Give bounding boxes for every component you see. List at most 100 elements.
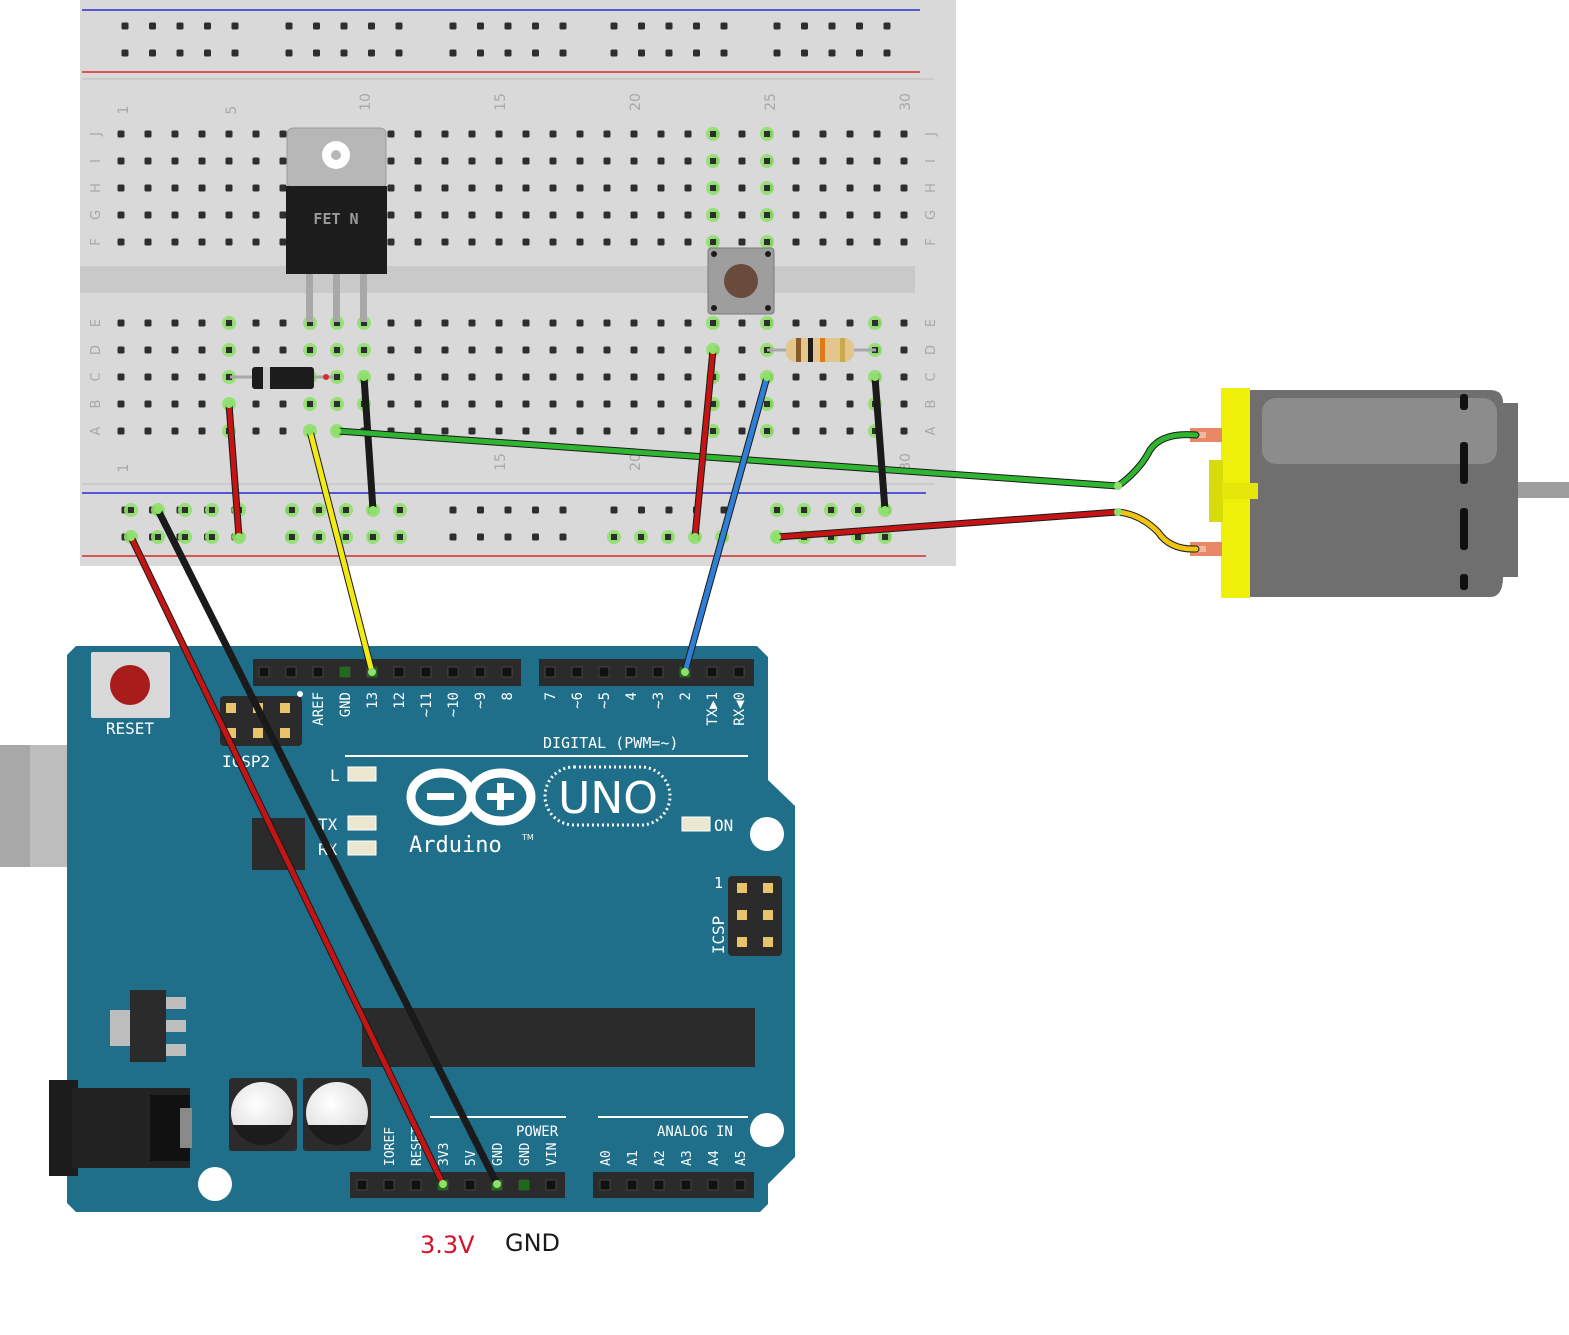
header-pin-socket[interactable] bbox=[410, 1179, 422, 1191]
breadboard-hole[interactable] bbox=[603, 400, 611, 408]
breadboard-hole[interactable] bbox=[630, 157, 638, 165]
breadboard-hole[interactable] bbox=[846, 373, 854, 381]
breadboard-hole[interactable] bbox=[144, 211, 152, 219]
breadboard-hole[interactable] bbox=[630, 184, 638, 192]
breadboard-hole[interactable] bbox=[522, 211, 530, 219]
breadboard-hole[interactable] bbox=[576, 346, 584, 354]
breadboard-hole[interactable] bbox=[495, 400, 503, 408]
breadboard-hole[interactable] bbox=[198, 346, 206, 354]
digital-pin-socket[interactable] bbox=[598, 666, 610, 678]
breadboard-hole[interactable] bbox=[576, 211, 584, 219]
digital-pin-socket[interactable] bbox=[393, 666, 405, 678]
wire-button-to-pin2[interactable] bbox=[682, 374, 770, 675]
breadboard-hole[interactable] bbox=[225, 184, 233, 192]
breadboard-hole[interactable] bbox=[495, 346, 503, 354]
breadboard-hole[interactable] bbox=[630, 373, 638, 381]
breadboard-hole[interactable] bbox=[117, 130, 125, 138]
breadboard-hole[interactable] bbox=[198, 400, 206, 408]
wire-rail-to-diode[interactable] bbox=[226, 401, 242, 540]
breadboard-hole[interactable] bbox=[387, 238, 395, 246]
breadboard-hole[interactable] bbox=[657, 238, 665, 246]
digital-pin-socket[interactable] bbox=[447, 666, 459, 678]
breadboard-hole[interactable] bbox=[279, 211, 287, 219]
breadboard-hole[interactable] bbox=[279, 130, 287, 138]
breadboard-hole[interactable] bbox=[738, 130, 746, 138]
breadboard-hole[interactable] bbox=[549, 130, 557, 138]
breadboard-hole[interactable] bbox=[279, 319, 287, 327]
breadboard-hole[interactable] bbox=[495, 319, 503, 327]
breadboard-hole[interactable] bbox=[144, 238, 152, 246]
breadboard-hole[interactable] bbox=[144, 400, 152, 408]
breadboard-hole[interactable] bbox=[387, 184, 395, 192]
rail-hole[interactable] bbox=[395, 22, 403, 30]
rail-hole[interactable] bbox=[231, 22, 239, 30]
rail-hole[interactable] bbox=[610, 49, 618, 57]
breadboard-hole[interactable] bbox=[549, 184, 557, 192]
header-pin-socket[interactable] bbox=[356, 1179, 368, 1191]
breadboard-hole[interactable] bbox=[657, 373, 665, 381]
breadboard-hole[interactable] bbox=[225, 130, 233, 138]
rail-hole[interactable] bbox=[477, 22, 484, 30]
breadboard-hole[interactable] bbox=[144, 130, 152, 138]
rail-hole[interactable] bbox=[504, 49, 512, 57]
breadboard-hole[interactable] bbox=[144, 319, 152, 327]
breadboard-hole[interactable] bbox=[900, 346, 908, 354]
breadboard-hole[interactable] bbox=[873, 157, 881, 165]
breadboard-hole[interactable] bbox=[792, 184, 800, 192]
breadboard-hole[interactable] bbox=[252, 211, 260, 219]
breadboard-hole[interactable] bbox=[738, 238, 746, 246]
rail-hole[interactable] bbox=[449, 22, 457, 30]
breadboard-hole[interactable] bbox=[684, 184, 692, 192]
breadboard-hole[interactable] bbox=[522, 130, 530, 138]
breadboard-hole[interactable] bbox=[873, 211, 881, 219]
breadboard-hole[interactable] bbox=[657, 427, 665, 435]
breadboard-hole[interactable] bbox=[576, 238, 584, 246]
digital-pin-socket[interactable] bbox=[571, 666, 583, 678]
breadboard-hole[interactable] bbox=[117, 373, 125, 381]
breadboard-hole[interactable] bbox=[495, 184, 503, 192]
breadboard-hole[interactable] bbox=[252, 184, 260, 192]
breadboard-hole[interactable] bbox=[468, 400, 476, 408]
rail-hole[interactable] bbox=[801, 22, 808, 30]
rail-hole[interactable] bbox=[285, 49, 293, 57]
breadboard-hole[interactable] bbox=[522, 157, 530, 165]
breadboard-hole[interactable] bbox=[549, 319, 557, 327]
rail-hole[interactable] bbox=[559, 49, 567, 57]
breadboard-hole[interactable] bbox=[144, 184, 152, 192]
breadboard-hole[interactable] bbox=[684, 130, 692, 138]
breadboard-hole[interactable] bbox=[603, 130, 611, 138]
breadboard-hole[interactable] bbox=[252, 427, 260, 435]
breadboard-hole[interactable] bbox=[819, 184, 827, 192]
rail-hole[interactable] bbox=[313, 22, 320, 30]
breadboard-hole[interactable] bbox=[576, 400, 584, 408]
digital-pin-socket[interactable] bbox=[258, 666, 270, 678]
breadboard-hole[interactable] bbox=[684, 427, 692, 435]
breadboard-hole[interactable] bbox=[657, 346, 665, 354]
breadboard-hole[interactable] bbox=[900, 373, 908, 381]
wire-source-to-gnd[interactable] bbox=[361, 374, 376, 513]
wire-gnd-to-rail[interactable] bbox=[155, 507, 500, 1187]
breadboard-hole[interactable] bbox=[846, 238, 854, 246]
breadboard-hole[interactable] bbox=[117, 346, 125, 354]
breadboard-hole[interactable] bbox=[171, 373, 179, 381]
rail-hole[interactable] bbox=[801, 49, 808, 57]
breadboard-hole[interactable] bbox=[468, 211, 476, 219]
breadboard-hole[interactable] bbox=[279, 238, 287, 246]
breadboard-hole[interactable] bbox=[414, 400, 422, 408]
reset-button[interactable] bbox=[110, 665, 150, 705]
breadboard-hole[interactable] bbox=[684, 238, 692, 246]
breadboard-hole[interactable] bbox=[414, 157, 422, 165]
breadboard-hole[interactable] bbox=[900, 319, 908, 327]
breadboard-hole[interactable] bbox=[738, 319, 746, 327]
breadboard-hole[interactable] bbox=[441, 130, 449, 138]
breadboard-hole[interactable] bbox=[657, 184, 665, 192]
rail-hole[interactable] bbox=[231, 49, 239, 57]
breadboard-hole[interactable] bbox=[414, 427, 422, 435]
rail-hole[interactable] bbox=[720, 22, 728, 30]
breadboard-hole[interactable] bbox=[468, 184, 476, 192]
digital-pin-socket[interactable] bbox=[501, 666, 513, 678]
rail-hole[interactable] bbox=[477, 49, 484, 57]
digital-pin-socket[interactable] bbox=[733, 666, 745, 678]
header-pin-socket[interactable] bbox=[464, 1179, 476, 1191]
breadboard-hole[interactable] bbox=[171, 427, 179, 435]
